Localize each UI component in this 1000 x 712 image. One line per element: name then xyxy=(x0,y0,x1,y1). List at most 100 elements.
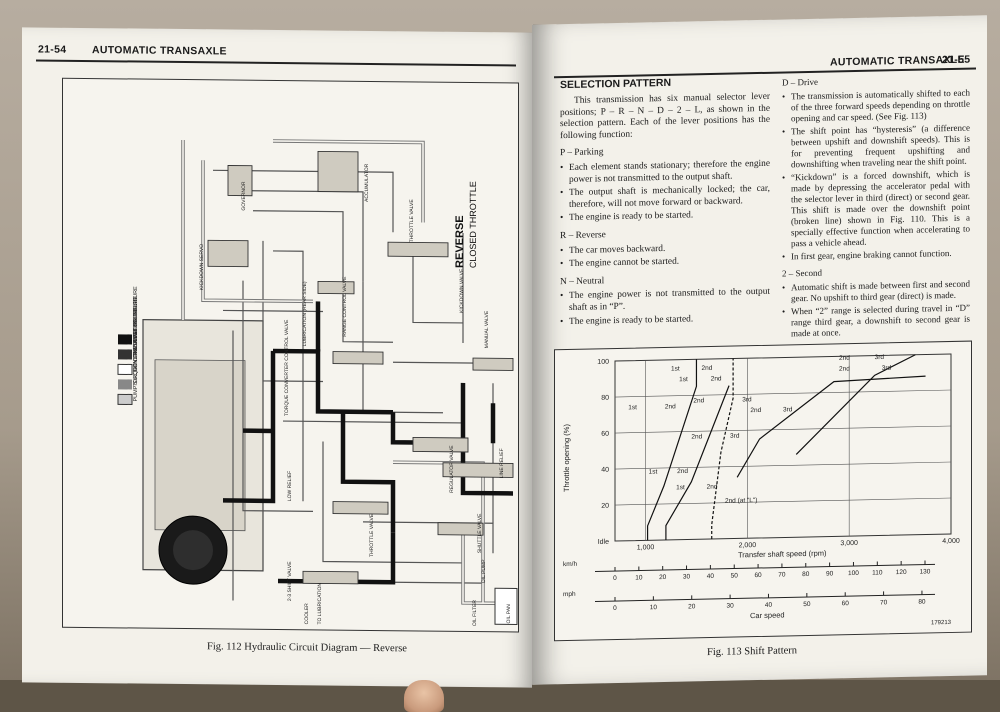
label-throttle-valve-top: THROTTLE VALVE xyxy=(409,199,415,243)
y-tick-label: 80 xyxy=(601,395,609,402)
figure-112-caption: Fig. 112 Hydraulic Circuit Diagram — Rev… xyxy=(207,641,407,655)
left-page: 21-54 AUTOMATIC TRANSAXLE xyxy=(22,27,532,688)
mph-tick-label: 30 xyxy=(726,603,734,610)
label-range-control-valve: RANGE CONTROL VALVE xyxy=(342,276,348,337)
chart-x-axis-label: Transfer shaft speed (rpm) xyxy=(738,549,827,560)
label-throttle-valve-bottom: THROTTLE VALVE xyxy=(369,513,375,557)
shift-annotation: 1st xyxy=(676,484,685,491)
drive-item: The transmission is automatically shifte… xyxy=(782,88,970,125)
label-kickdown-servo: KICKDOWN SERVO xyxy=(199,244,205,290)
torque-converter-hub xyxy=(173,530,213,571)
second-item: When “2” range is selected during travel… xyxy=(782,303,970,340)
valve-bodies xyxy=(207,150,514,585)
shift-line xyxy=(711,358,734,540)
shift-annotation: 2nd xyxy=(691,433,702,440)
shift-annotation: 3rd xyxy=(742,396,752,403)
y-tick-label: 40 xyxy=(601,467,609,474)
label-accumulator: ACCUMULATOR xyxy=(364,163,370,202)
mph-tick-label: 20 xyxy=(688,603,696,610)
kmh-tick-label: 70 xyxy=(778,571,786,578)
clutch-pack xyxy=(154,359,246,532)
y-tick-label: 20 xyxy=(601,503,609,510)
label-shuttle-valve: SHUTTLE VALVE xyxy=(477,513,483,553)
drive-item: The shift point has “hysteresis” (a diff… xyxy=(782,123,970,171)
left-text-column: This transmission has six manual selecto… xyxy=(560,92,770,332)
neutral-heading: N – Neutral xyxy=(560,275,605,287)
shift-annotation: 2nd xyxy=(677,468,688,475)
shift-annotation: 3rd xyxy=(783,406,793,413)
figure-113-caption: Fig. 113 Shift Pattern xyxy=(707,645,798,659)
label-regulator-valve: REGULATOR VALVE xyxy=(449,445,455,493)
pressure-legend-swatches xyxy=(117,334,133,405)
left-header-rule xyxy=(36,59,516,67)
label-low-relief: LOW RELIEF xyxy=(287,471,293,501)
mph-tick-label: 70 xyxy=(880,599,888,606)
shift-line xyxy=(646,359,698,541)
kmh-tick-label: 90 xyxy=(826,570,834,577)
label-to-lubrication: TO LUBRICATION xyxy=(317,583,323,625)
legend-throttle-pressure: THROTTLE PRESSURE xyxy=(133,295,139,356)
mph-tick-label: 80 xyxy=(918,599,926,606)
shift-annotation: 2nd xyxy=(693,397,704,404)
shift-annotation: 2nd xyxy=(707,483,718,490)
shift-annotation: 1st xyxy=(649,469,658,476)
drive-heading: D – Drive xyxy=(782,76,818,88)
kmh-tick-label: 0 xyxy=(613,575,617,582)
mph-tick-label: 40 xyxy=(765,602,773,609)
kmh-tick-label: 40 xyxy=(707,573,715,580)
left-page-number: 21-54 xyxy=(38,43,67,56)
legend-governor-pressure: GOVERNOR PRESSURE xyxy=(133,307,139,371)
mph-tick-label: 10 xyxy=(650,604,658,611)
legend-pump-suction-pressure: PUMP SUCTION PRESSURE xyxy=(133,327,139,401)
legend-line-pressure: LINE PRESSURE xyxy=(133,297,139,341)
grid-line-horizontal xyxy=(615,497,951,506)
parking-item: The engine is ready to be started. xyxy=(560,209,770,225)
parking-item: The output shaft is mechanically locked;… xyxy=(560,184,770,212)
kmh-tick-label: 20 xyxy=(659,574,667,581)
label-kickdown-valve: KICKDOWN VALVE xyxy=(459,268,465,313)
thumb-holding-page xyxy=(404,680,444,712)
right-page-number: 21-55 xyxy=(942,53,971,67)
grid-line-horizontal xyxy=(615,389,951,398)
label-lubrication: LUBRICATION (REAR SIDE) xyxy=(302,281,308,346)
kmh-tick-label: 50 xyxy=(731,572,739,579)
kmh-tick-label: 80 xyxy=(802,571,810,578)
label-cooler: COOLER xyxy=(304,603,310,625)
shift-annotation: 2nd xyxy=(711,375,722,382)
left-page-section: AUTOMATIC TRANSAXLE xyxy=(92,44,227,58)
kmh-tick-label: 120 xyxy=(896,569,907,576)
parking-item: Each element stands stationary; therefor… xyxy=(560,159,770,187)
kmh-tick-label: 100 xyxy=(848,570,859,577)
shift-annotation: 2nd xyxy=(839,355,850,362)
kmh-tick-label: 60 xyxy=(754,572,762,579)
plot-border xyxy=(614,353,952,542)
shift-annotation: 3rd xyxy=(882,365,892,372)
label-oil-pump: OIL PUMP xyxy=(481,559,487,583)
chart-figure-code: 179213 xyxy=(931,620,952,626)
label-2-3-shift-valve: 2-3 SHIFT VALVE xyxy=(287,561,293,601)
shift-annotation: 1st xyxy=(671,365,680,372)
reverse-heading: R – Reverse xyxy=(560,230,606,242)
right-text-column: D – Drive The transmission is automatica… xyxy=(782,74,970,344)
legend-torque-conv-pressure: TORQUE CONV. AND LUB. PRESSURE xyxy=(133,286,139,387)
kmh-tick-label: 30 xyxy=(683,573,691,580)
parking-list: Each element stands stationary; therefor… xyxy=(560,159,770,225)
label-line-relief: LINE RELIEF xyxy=(499,448,505,478)
mph-tick-label: 60 xyxy=(842,600,850,607)
chart-series xyxy=(646,354,926,541)
selection-intro: This transmission has six manual selecto… xyxy=(560,91,770,141)
oil-pan xyxy=(494,587,518,626)
neutral-item: The engine is ready to be started. xyxy=(560,312,770,328)
shift-line xyxy=(665,385,730,540)
diagram-title: REVERSE xyxy=(454,215,466,268)
shift-annotation: 2nd (at "L") xyxy=(725,497,757,505)
line-pressure-pipes xyxy=(223,301,513,585)
x-tick-label: 4,000 xyxy=(942,538,960,545)
chart-grid xyxy=(614,353,952,542)
shift-annotation: 2nd xyxy=(702,365,713,372)
label-governor: GOVERNOR xyxy=(241,181,247,211)
y-tick-label: 100 xyxy=(597,359,609,366)
kmh-tick-label: 130 xyxy=(920,568,931,575)
